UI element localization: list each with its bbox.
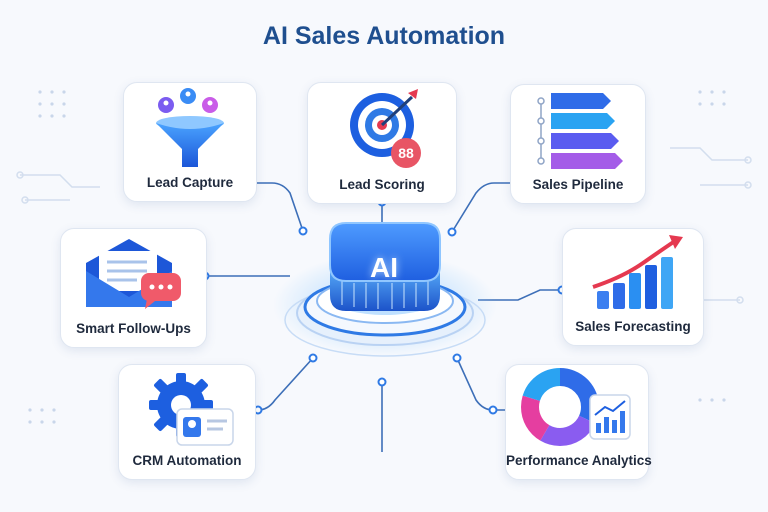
score-badge: 88 (398, 145, 414, 161)
envelope-chat-icon (86, 239, 181, 309)
card-label: Smart Follow-Ups (76, 321, 191, 336)
growth-chart-icon (592, 235, 683, 309)
ai-hub (273, 222, 497, 357)
hub-label: AI (370, 252, 398, 283)
donut-chart-icon (521, 368, 631, 446)
card-label: Sales Pipeline (532, 177, 624, 192)
card-label: Lead Capture (146, 175, 234, 190)
card-label: Sales Forecasting (575, 319, 691, 334)
card-crm-automation[interactable]: CRM Automation (118, 364, 256, 480)
card-smart-follow-ups[interactable]: Smart Follow-Ups (60, 228, 207, 348)
card-lead-capture[interactable]: Lead Capture (123, 82, 257, 202)
card-sales-forecasting[interactable]: Sales Forecasting (562, 228, 704, 346)
funnel-icon (156, 88, 224, 167)
page-title: AI Sales Automation (262, 22, 506, 50)
card-label: Performance Analytics (506, 453, 652, 468)
pipeline-icon (537, 93, 623, 169)
card-lead-scoring[interactable]: 88 Lead Scoring (307, 82, 457, 204)
target-icon (350, 89, 421, 168)
gear-contact-icon (149, 373, 234, 446)
card-performance-analytics[interactable]: Performance Analytics (505, 364, 652, 480)
card-label: Lead Scoring (339, 177, 425, 192)
card-label: CRM Automation (132, 453, 242, 468)
card-sales-pipeline[interactable]: Sales Pipeline (510, 84, 646, 204)
